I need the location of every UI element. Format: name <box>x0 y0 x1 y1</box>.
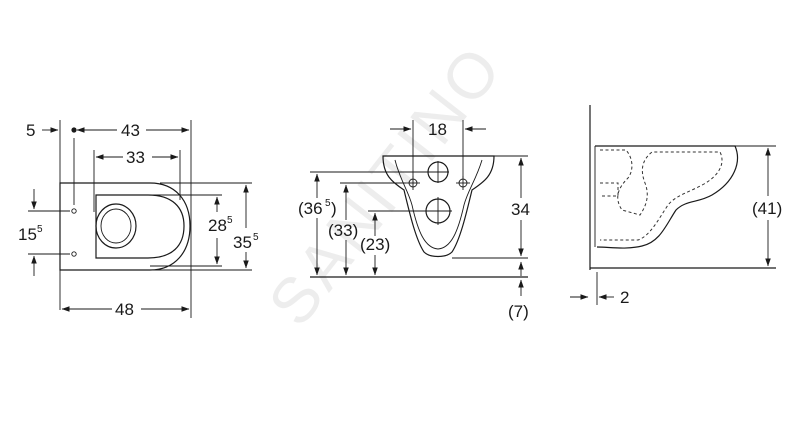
dim-35-5-sup: 5 <box>253 232 259 243</box>
mounting-hole-top <box>71 208 77 214</box>
dim-2: 2 <box>620 288 629 307</box>
dim-15-5-sup: 5 <box>37 224 43 235</box>
front-view: 18 (36 5 ) (33) (23) 34 (7) <box>298 120 530 321</box>
top-view-bowl-opening-inner <box>100 208 132 244</box>
dim-36-5-sup: 5 <box>325 198 331 209</box>
dim-5: 5 <box>26 121 35 140</box>
dim-36-5: (36 <box>298 199 323 218</box>
dim-23: (23) <box>360 235 390 254</box>
dim-origin-dot <box>71 127 77 133</box>
dim-28-5-sup: 5 <box>227 215 233 226</box>
dim-41: (41) <box>752 199 782 218</box>
dim-48: 48 <box>115 300 134 319</box>
dim-18: 18 <box>428 120 447 139</box>
dim-7: (7) <box>508 302 529 321</box>
dim-28-5: 28 <box>208 216 227 235</box>
top-view-seat <box>95 194 185 259</box>
side-view: (41) 2 <box>570 105 782 307</box>
top-view-bowl-outline <box>59 182 191 271</box>
top-view-bowl-opening <box>95 203 137 249</box>
dim-15-5: 15 <box>18 225 37 244</box>
dim-35-5: 35 <box>233 233 252 252</box>
dim-33: 33 <box>126 148 145 167</box>
top-view: 5 43 33 48 15 5 28 5 35 5 <box>18 120 259 319</box>
front-view-bowl-outline <box>382 155 495 258</box>
dim-34: 34 <box>511 200 530 219</box>
watermark: SANITINO <box>254 31 517 339</box>
dim-33-front: (33) <box>328 221 358 240</box>
mounting-hole-bottom <box>71 251 77 257</box>
dim-43: 43 <box>121 121 140 140</box>
dim-36-5-close: ) <box>331 199 337 218</box>
side-view-trapway <box>600 149 723 241</box>
side-view-bowl-outline <box>595 145 739 249</box>
